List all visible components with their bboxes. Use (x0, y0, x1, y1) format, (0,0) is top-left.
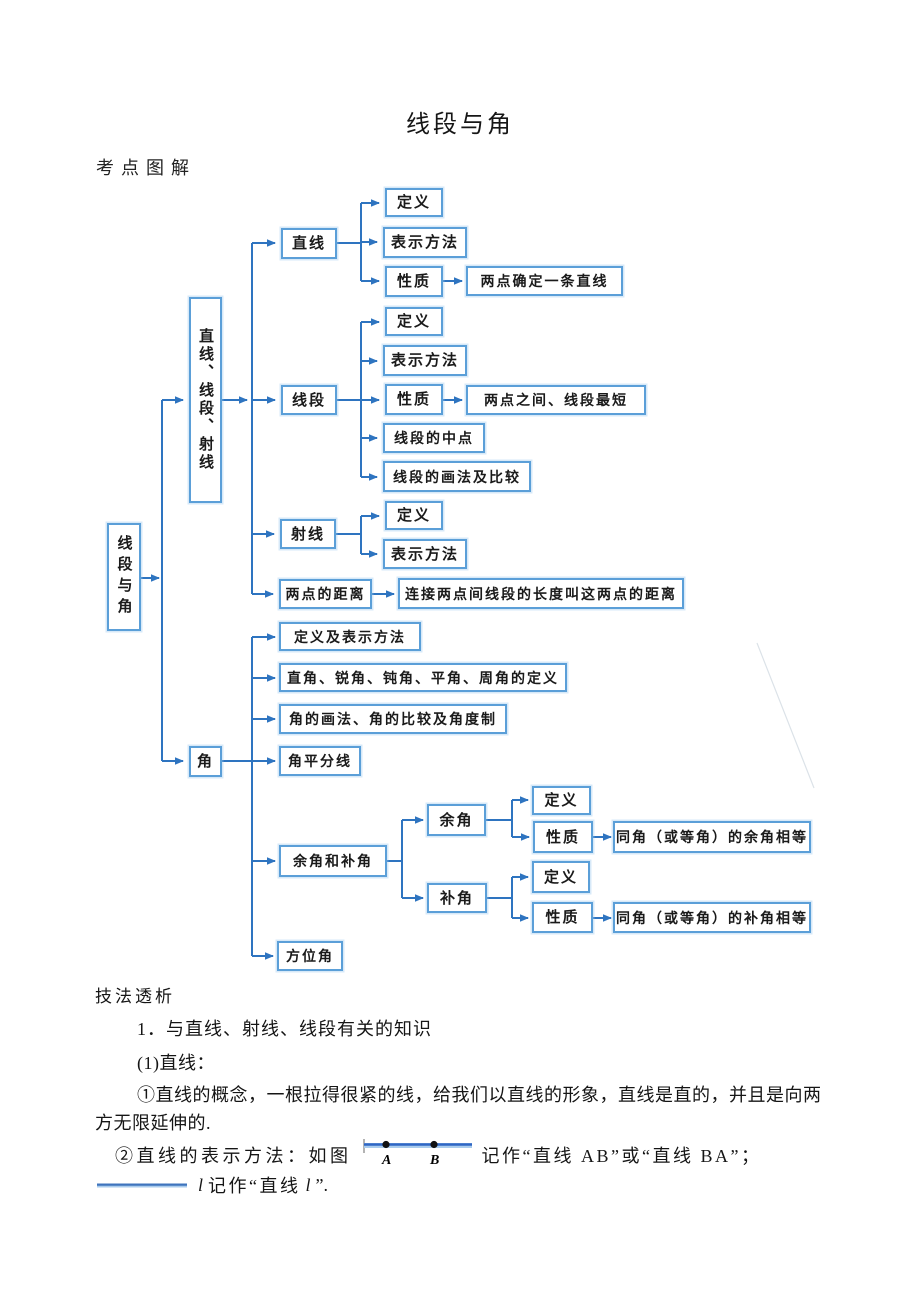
l-label: l (198, 1174, 204, 1195)
line2-prefix: ②直线的表示方法：如图 (115, 1146, 352, 1166)
notes-item-2: (1)直线： (137, 1053, 215, 1073)
node-ray: 射线 (280, 519, 336, 549)
notes-paragraph-1: ①直线的概念，一根拉得很紧的线，给我们以直线的形象，直线是直的，并且是向两方无限… (95, 1085, 822, 1133)
node-root: 线段与角 (107, 523, 141, 631)
node-segment-property: 性质 (385, 384, 443, 415)
l-label-2: l (305, 1174, 311, 1195)
node-ray-representation: 表示方法 (383, 539, 467, 569)
node-angle: 角 (189, 746, 222, 777)
line3-text: 记作“直线 (208, 1176, 301, 1196)
line2-suffix: 记作“直线 AB”或“直线 BA”； (481, 1146, 762, 1166)
notes-line-l: l 记作“直线 l ”. (95, 1172, 328, 1198)
node-line: 直线 (281, 228, 337, 259)
node-line-property-detail: 两点确定一条直线 (466, 266, 623, 296)
node-segment-midpoint: 线段的中点 (383, 423, 485, 453)
node-line-group: 直线、线段、射线 (189, 297, 222, 503)
node-complementary: 余角 (427, 804, 486, 836)
node-supplementary: 补角 (427, 883, 487, 913)
notes-item-1: 1．与直线、射线、线段有关的知识 (137, 1019, 432, 1039)
node-angle-bisector: 角平分线 (279, 746, 361, 776)
node-angle-def-rep: 定义及表示方法 (279, 622, 421, 651)
node-line-definition: 定义 (385, 188, 443, 217)
node-angle-kinds: 直角、锐角、钝角、平角、周角的定义 (279, 663, 567, 692)
node-segment-drawing: 线段的画法及比较 (383, 461, 531, 492)
section-koudian: 考点图解 (96, 158, 196, 178)
node-segment-property-detail: 两点之间、线段最短 (466, 385, 646, 415)
notes-section: 技法透析 1．与直线、射线、线段有关的知识 (1)直线： ①直线的概念，一根拉得… (95, 982, 835, 1137)
node-comp-supp: 余角和补角 (279, 845, 387, 877)
node-segment-definition: 定义 (385, 307, 443, 336)
node-line-representation: 表示方法 (383, 227, 467, 258)
node-supp-property-detail: 同角（或等角）的补角相等 (613, 902, 811, 933)
node-supp-definition: 定义 (532, 861, 590, 893)
node-segment: 线段 (281, 385, 337, 415)
point-b-label: B (429, 1153, 439, 1168)
node-comp-property-detail: 同角（或等角）的余角相等 (613, 821, 811, 853)
page-title: 线段与角 (406, 112, 514, 138)
line3-end: ”. (315, 1174, 329, 1195)
node-line-property: 性质 (385, 266, 443, 297)
notes-line-representation: ②直线的表示方法：如图 A B 记作“直线 AB”或“直线 BA”； (95, 1128, 761, 1182)
node-comp-definition: 定义 (532, 786, 591, 815)
node-comp-property: 性质 (533, 821, 593, 853)
node-supp-property: 性质 (532, 902, 593, 933)
node-ray-definition: 定义 (385, 501, 443, 530)
node-segment-representation: 表示方法 (383, 345, 467, 376)
node-angle-drawing: 角的画法、角的比较及角度制 (279, 704, 507, 734)
node-distance: 两点的距离 (279, 579, 372, 609)
line-ab-figure: A B (362, 1139, 472, 1168)
section-jifa: 技法透析 (95, 987, 175, 1006)
line-l-figure (97, 1183, 187, 1188)
node-bearing-angle: 方位角 (277, 941, 343, 971)
node-distance-detail: 连接两点间线段的长度叫这两点的距离 (398, 578, 684, 609)
point-a-label: A (381, 1153, 391, 1168)
